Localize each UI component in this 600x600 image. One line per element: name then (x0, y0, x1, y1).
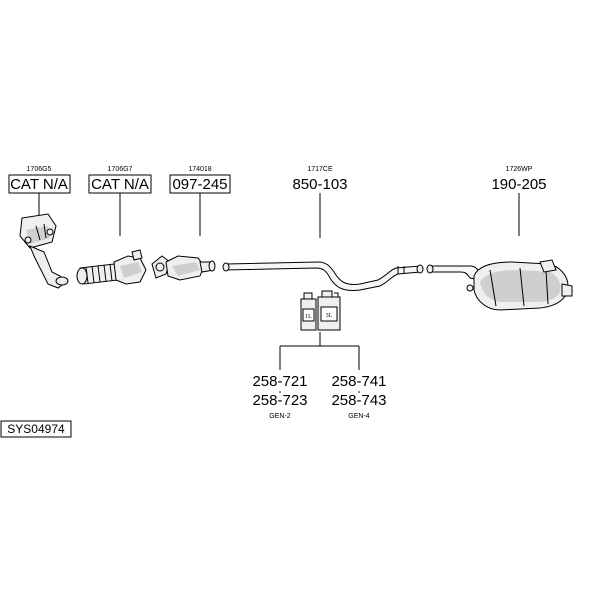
component-part-number[interactable]: 097-245 (172, 176, 227, 193)
component-1706g5: 1706G5 CAT N/A (8, 166, 71, 289)
system-code: SYS04974 (7, 422, 65, 436)
manifold-catalyst-icon[interactable] (19, 213, 69, 289)
centre-pipe-icon[interactable] (222, 261, 424, 291)
particulate-filter-icon[interactable] (151, 255, 216, 281)
fluid-can-right-icon[interactable]: 3L (317, 290, 341, 331)
fluid-part-number-b[interactable]: 258-743 (331, 392, 386, 409)
fluid-can-left-icon[interactable]: 1L (300, 292, 317, 331)
fluid-grade: GEN-4 (348, 413, 370, 420)
fluid-right-parts: 258-741 258-743 GEN-4 (331, 373, 386, 420)
can-volume-label: 1L (305, 314, 312, 320)
component-1706g7: 1706G7 CAT N/A (76, 166, 152, 285)
component-ref: 1706G7 (108, 166, 133, 173)
flexpipe-catalyst-icon[interactable] (76, 249, 147, 285)
component-ref: 1706G5 (27, 166, 52, 173)
system-code-box: SYS04974 (0, 420, 72, 438)
fluid-grade: GEN-2 (269, 413, 291, 420)
component-part-number[interactable]: CAT N/A (91, 176, 149, 193)
component-1717ce: 1717CE 850-103 (222, 166, 424, 291)
component-1726wp: 1726WP 190-205 (426, 166, 573, 311)
component-174018: 174018 097-245 (151, 166, 231, 281)
fluid-part-number-a[interactable]: 258-741 (331, 373, 386, 390)
can-volume-label: 3L (326, 313, 333, 319)
fluid-cans: 1L 3L (279, 290, 360, 370)
component-ref: 1726WP (506, 166, 533, 173)
component-part-number[interactable]: CAT N/A (10, 176, 68, 193)
rear-silencer-icon[interactable] (426, 259, 573, 311)
fluid-left-parts: 258-721 258-723 GEN-2 (252, 373, 307, 420)
component-ref: 1717CE (307, 166, 333, 173)
fluid-part-number-b[interactable]: 258-723 (252, 392, 307, 409)
component-part-number[interactable]: 190-205 (491, 176, 546, 193)
fluid-part-number-a[interactable]: 258-721 (252, 373, 307, 390)
component-part-number[interactable]: 850-103 (292, 176, 347, 193)
component-ref: 174018 (188, 166, 211, 173)
